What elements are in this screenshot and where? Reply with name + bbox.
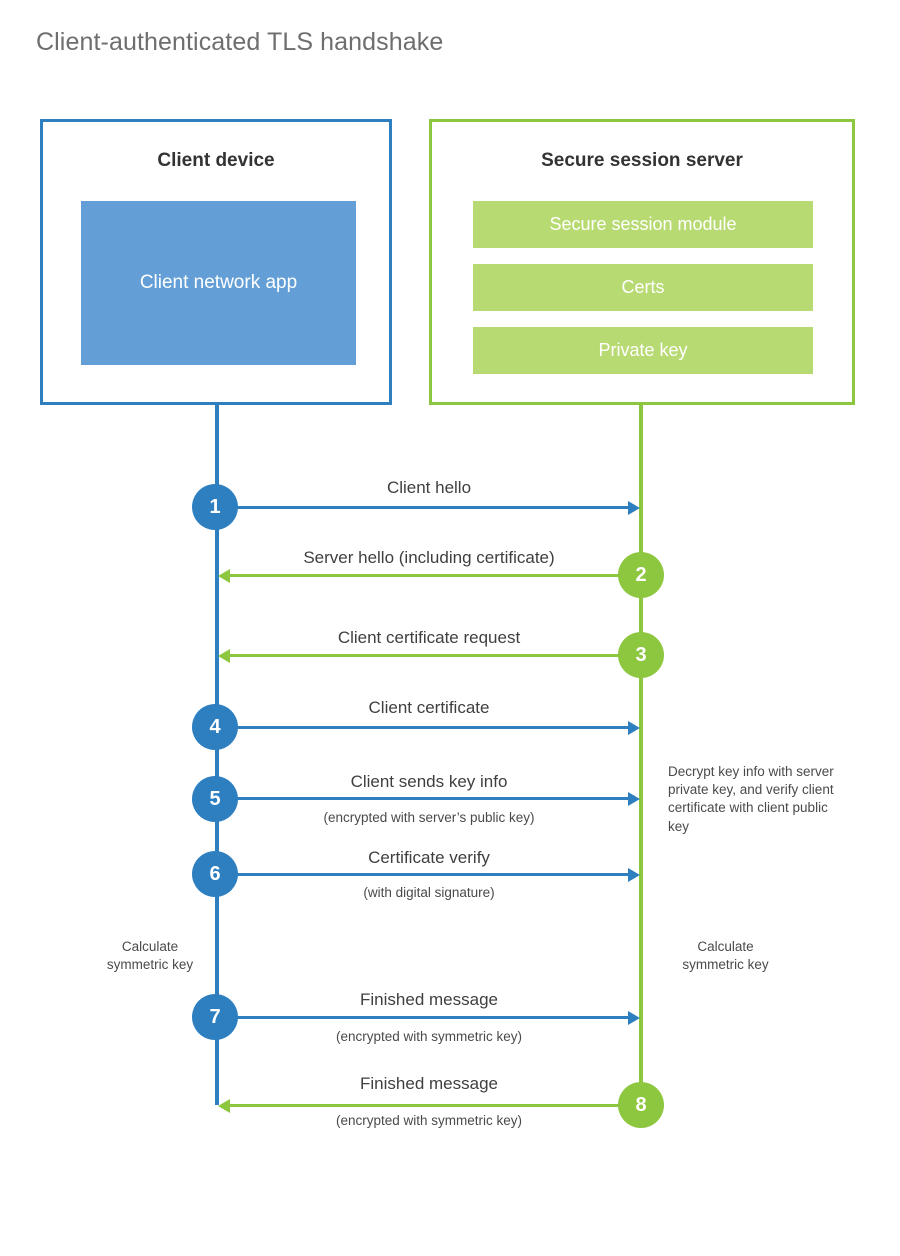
page-title: Client-authenticated TLS handshake: [36, 28, 444, 56]
step-3-label: Client certificate request: [337, 628, 521, 647]
annotation-server-calculate: Calculate symmetric key: [682, 939, 769, 973]
step-4-marker: 4: [192, 704, 238, 750]
step-7-sublabel: (encrypted with symmetric key): [335, 1029, 523, 1044]
lifeline-server: [639, 405, 643, 1105]
step-4-arrow: [217, 720, 640, 735]
step-3-marker: 3: [618, 632, 664, 678]
server-item-certs: Certs: [473, 264, 813, 311]
step-1-arrow: [217, 500, 640, 515]
server-item-secure-session-module: Secure session module: [473, 201, 813, 248]
step-1-marker: 1: [192, 484, 238, 530]
annotation-client-calculate: Calculate symmetric key: [106, 939, 194, 973]
step-7-marker: 7: [192, 994, 238, 1040]
step-5-sublabel: (encrypted with server’s public key): [323, 810, 535, 825]
participant-box-client: Client device Client network app: [40, 119, 392, 405]
step-5-arrow: [217, 791, 640, 806]
participant-box-server: Secure session server Secure session mod…: [429, 119, 855, 405]
step-8-marker: 8: [618, 1082, 664, 1128]
step-6-sublabel: (with digital signature): [363, 885, 495, 900]
step-7-label: Finished message: [360, 990, 498, 1009]
step-2-marker: 2: [618, 552, 664, 598]
step-8-arrow: [218, 1098, 641, 1113]
server-item-private-key: Private key: [473, 327, 813, 374]
step-7-arrow: [217, 1010, 640, 1025]
step-1-label: Client hello: [386, 478, 472, 497]
server-box-title: Secure session server: [541, 150, 743, 171]
lifeline-client: [215, 405, 219, 1105]
step-4-label: Client certificate: [368, 698, 490, 717]
step-6-label: Certificate verify: [368, 848, 490, 867]
annotation-server-decrypt: Decrypt key info with server private key…: [668, 764, 834, 834]
client-box-title: Client device: [157, 150, 275, 171]
step-8-label: Finished message: [360, 1074, 498, 1093]
step-2-label: Server hello (including certificate): [303, 548, 555, 567]
client-network-app: Client network app: [81, 201, 356, 365]
step-3-arrow: [218, 648, 641, 663]
step-6-arrow: [217, 867, 640, 882]
step-2-arrow: [218, 568, 641, 583]
step-6-marker: 6: [192, 851, 238, 897]
step-5-marker: 5: [192, 776, 238, 822]
step-8-sublabel: (encrypted with symmetric key): [335, 1113, 523, 1128]
step-5-label: Client sends key info: [350, 772, 508, 791]
